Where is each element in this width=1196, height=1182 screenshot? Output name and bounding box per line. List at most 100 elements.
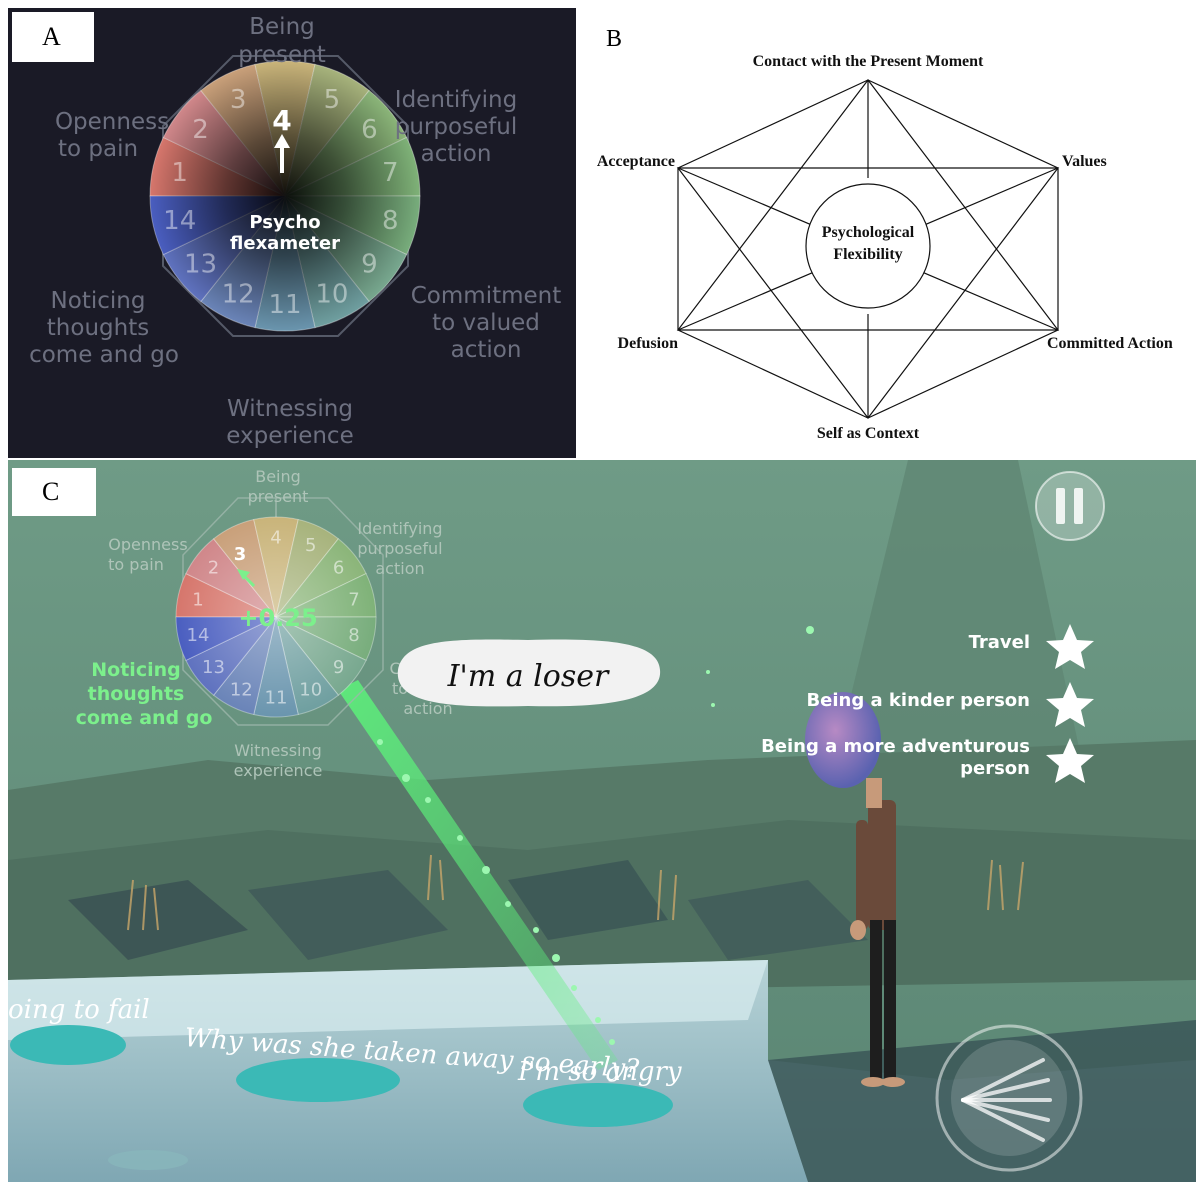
node-self-as-context: Self as Context — [817, 425, 920, 442]
label-noticing-1: Noticing — [51, 288, 146, 314]
label-being-present-2: present — [238, 42, 325, 68]
label-identifying-2: purposeful — [357, 539, 442, 558]
value-adventurous-1: Being a more adventurous — [761, 736, 1030, 757]
ray-action-icon — [961, 1058, 1052, 1142]
value-adventurous-2: person — [960, 758, 1030, 779]
center-line2: Flexibility — [833, 246, 902, 263]
segment-number: 7 — [348, 589, 359, 610]
label-identifying-2: purposeful — [395, 114, 518, 140]
lily-pad — [523, 1083, 673, 1127]
label-being-present-2: present — [248, 487, 309, 506]
label-openness-1: Openness — [108, 535, 187, 554]
segment-number: 9 — [333, 657, 344, 678]
segment-number: 7 — [382, 158, 399, 188]
label-commitment-3: action — [403, 699, 452, 718]
segment-number: 2 — [208, 557, 219, 578]
score-delta: +0.25 — [238, 604, 317, 632]
label-commitment-3: action — [451, 337, 522, 363]
segment-number: 6 — [361, 115, 378, 145]
segment-number: 12 — [222, 279, 255, 309]
label-identifying-3: action — [375, 559, 424, 578]
pointer-arrow-icon — [274, 134, 290, 173]
node-acceptance: Acceptance — [597, 153, 675, 170]
value-stars — [1046, 624, 1094, 783]
label-being-present-1: Being — [249, 14, 315, 40]
lily-pad — [10, 1025, 126, 1065]
values-list: Travel Being a kinder person Being a mor… — [761, 632, 1030, 779]
panel-letter-c: C — [12, 468, 96, 516]
segment-number: 6 — [333, 557, 344, 578]
label-noticing-2: thoughts — [47, 315, 149, 341]
label-openness-2: to pain — [108, 555, 164, 574]
segment-number: 11 — [268, 290, 301, 320]
label-witnessing-2: experience — [234, 761, 323, 780]
star-icon — [1046, 624, 1094, 669]
segment-number: 10 — [299, 679, 322, 700]
ray-action-button[interactable] — [935, 1024, 1083, 1172]
pointer-arrow-icon — [237, 569, 256, 588]
segment-number: 8 — [382, 206, 399, 236]
floating-thought-right: I'm so angry — [517, 1057, 682, 1087]
segment-number: 9 — [361, 249, 378, 279]
label-witnessing-1: Witnessing — [234, 741, 322, 760]
center-line1: Psychological — [822, 224, 915, 241]
background-scenery — [8, 460, 1196, 1000]
segment-number: 4 — [270, 527, 281, 548]
node-contact-present-moment: Contact with the Present Moment — [753, 53, 984, 70]
label-noticing-3: come and go — [29, 342, 179, 368]
label-identifying-1: Identifying — [395, 87, 517, 113]
label-noticing-3: come and go — [76, 707, 213, 729]
center-circle — [805, 183, 931, 309]
character — [805, 692, 905, 1087]
pause-icon — [1056, 488, 1065, 524]
thought-bubble-text: I'm a loser — [447, 659, 610, 694]
segment-number: 13 — [184, 249, 217, 279]
segment-number: 1 — [192, 589, 203, 610]
segment-number: 1 — [171, 158, 188, 188]
segment-number: 14 — [163, 206, 196, 236]
node-defusion: Defusion — [618, 335, 679, 352]
thought-bubble: I'm a loser — [397, 639, 661, 707]
segment-number: 8 — [348, 625, 359, 646]
label-being-present-1: Being — [255, 467, 301, 486]
segment-number: 14 — [187, 625, 210, 646]
label-openness-2: to pain — [58, 136, 138, 162]
center-label-line2: flexameter — [230, 233, 340, 254]
label-noticing-1: Noticing — [91, 659, 180, 681]
segment-number: 11 — [265, 687, 288, 708]
segment-number: 5 — [305, 535, 316, 556]
segment-number: 13 — [202, 657, 225, 678]
center-label-line1: Psycho — [249, 212, 320, 233]
label-commitment-1: Commitment — [411, 283, 562, 309]
segment-number: 10 — [315, 279, 348, 309]
segment-number: 12 — [230, 679, 253, 700]
label-identifying-1: Identifying — [357, 519, 442, 538]
node-committed-action: Committed Action — [1047, 335, 1173, 352]
label-openness-1: Openness — [55, 109, 169, 135]
segment-number: 5 — [324, 85, 341, 115]
value-travel: Travel — [969, 632, 1030, 653]
node-values: Values — [1062, 153, 1107, 170]
segment-number: 2 — [192, 115, 209, 145]
label-commitment-2: to valued — [432, 310, 540, 336]
current-segment: 4 — [272, 104, 291, 137]
label-identifying-3: action — [421, 141, 492, 167]
segment-number: 3 — [230, 85, 247, 115]
label-witnessing-2: experience — [226, 423, 353, 449]
pause-button[interactable] — [1035, 471, 1105, 541]
panel-letter-b: B — [606, 26, 623, 52]
value-kinder-person: Being a kinder person — [806, 690, 1030, 711]
star-icon — [1046, 682, 1094, 727]
star-icon — [1046, 738, 1094, 783]
panel-b: Psychological Flexibility Contact with t… — [578, 8, 1196, 458]
current-segment: 3 — [234, 544, 247, 565]
floating-thought-left: oing to fail — [8, 995, 150, 1025]
hexaflex-diagram: Psychological Flexibility Contact with t… — [597, 53, 1173, 442]
beam-particles — [377, 626, 814, 1045]
